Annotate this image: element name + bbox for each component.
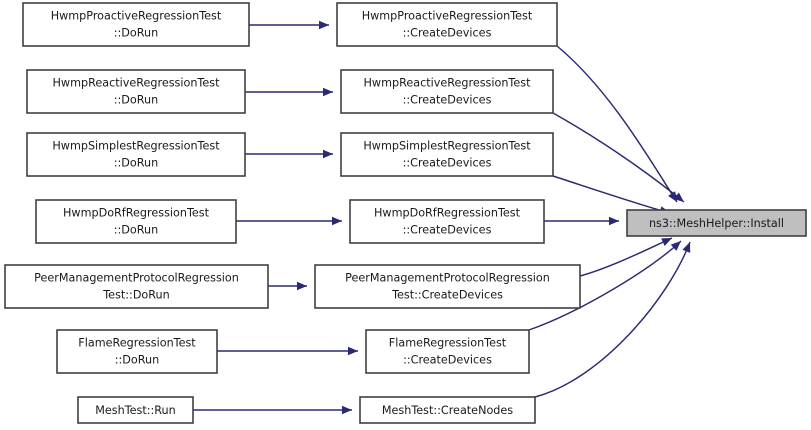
edge-peer-mgmt-createdevices-to-install-arrowhead-icon xyxy=(661,238,672,246)
node-label-flame-regression-test-createdevices-line2: ::CreateDevices xyxy=(403,354,492,367)
node-label-hwmp-dorf-regression-test-dorun-line2: ::DoRun xyxy=(114,224,158,237)
edge-peer-mgmt-dorun-to-createdevices-arrowhead-icon xyxy=(297,281,307,291)
node-box-hwmp-dorf-regression-test-createdevices[interactable] xyxy=(349,199,545,244)
edge-hwmp-reactive-createdevices-to-install-arrowhead-icon xyxy=(673,192,684,202)
node-box-ns3-meshhelper-install-target[interactable] xyxy=(626,209,807,237)
node-label-ns3-meshhelper-install-target: ns3::MeshHelper::Install xyxy=(649,217,784,230)
node-label-hwmp-simplest-regression-test-createdevices-line2: ::CreateDevices xyxy=(403,157,492,170)
edge-hwmp-reactive-dorun-to-createdevices-arrowhead-icon xyxy=(323,87,333,97)
edge-peer-mgmt-dorun-to-createdevices xyxy=(268,281,307,291)
node-label-hwmp-reactive-regression-test-dorun-line2: ::DoRun xyxy=(114,94,158,107)
node-hwmp-reactive-regression-test-dorun[interactable]: HwmpReactiveRegressionTest::DoRun xyxy=(26,69,246,114)
node-box-hwmp-reactive-regression-test-createdevices[interactable] xyxy=(340,69,554,114)
node-label-hwmp-simplest-regression-test-dorun-line1: HwmpSimplestRegressionTest xyxy=(52,140,220,153)
node-hwmp-dorf-regression-test-dorun[interactable]: HwmpDoRfRegressionTest::DoRun xyxy=(35,199,237,244)
node-box-peer-management-protocol-regression-test-createdevices[interactable] xyxy=(314,264,581,309)
edge-hwmp-proactive-createdevices-to-install-line xyxy=(556,45,678,203)
edge-flame-createdevices-to-install-line xyxy=(528,240,682,331)
node-hwmp-simplest-regression-test-createdevices[interactable]: HwmpSimplestRegressionTest::CreateDevice… xyxy=(340,132,554,177)
node-box-hwmp-simplest-regression-test-dorun[interactable] xyxy=(26,132,246,177)
node-label-flame-regression-test-dorun-line2: ::DoRun xyxy=(115,354,159,367)
edge-meshtest-run-to-createnodes-arrowhead-icon xyxy=(342,405,352,415)
node-label-peer-management-protocol-regression-test-dorun-line2: Test::DoRun xyxy=(102,289,169,302)
node-flame-regression-test-createdevices[interactable]: FlameRegressionTest::CreateDevices xyxy=(365,329,530,374)
node-box-hwmp-proactive-regression-test-dorun[interactable] xyxy=(22,2,250,47)
edge-hwmp-dorf-dorun-to-createdevices xyxy=(236,216,342,226)
edge-flame-createdevices-to-install xyxy=(528,240,682,331)
edge-flame-createdevices-to-install-arrowhead-icon xyxy=(670,241,681,251)
node-hwmp-reactive-regression-test-createdevices[interactable]: HwmpReactiveRegressionTest::CreateDevice… xyxy=(340,69,554,114)
edge-hwmp-dorf-createdevices-to-install xyxy=(544,216,619,226)
node-box-hwmp-reactive-regression-test-dorun[interactable] xyxy=(26,69,246,114)
edge-hwmp-simplest-dorun-to-createdevices-arrowhead-icon xyxy=(323,149,333,159)
node-hwmp-simplest-regression-test-dorun[interactable]: HwmpSimplestRegressionTest::DoRun xyxy=(26,132,246,177)
edge-meshtest-createnodes-to-install xyxy=(534,241,691,398)
node-label-flame-regression-test-createdevices-line1: FlameRegressionTest xyxy=(389,337,507,350)
edge-meshtest-createnodes-to-install-arrowhead-icon xyxy=(682,242,691,253)
node-ns3-meshhelper-install-target[interactable]: ns3::MeshHelper::Install xyxy=(626,209,807,237)
node-box-hwmp-proactive-regression-test-createdevices[interactable] xyxy=(336,2,558,47)
edge-hwmp-simplest-dorun-to-createdevices xyxy=(245,149,333,159)
edge-peer-mgmt-createdevices-to-install-line xyxy=(579,237,673,277)
edge-peer-mgmt-createdevices-to-install xyxy=(579,237,673,277)
node-hwmp-dorf-regression-test-createdevices[interactable]: HwmpDoRfRegressionTest::CreateDevices xyxy=(349,199,545,244)
node-label-mesh-test-create-nodes: MeshTest::CreateNodes xyxy=(382,404,513,417)
edge-meshtest-createnodes-to-install-line xyxy=(534,241,691,398)
node-box-mesh-test-run[interactable] xyxy=(77,396,194,424)
node-box-peer-management-protocol-regression-test-dorun[interactable] xyxy=(4,264,269,309)
node-label-hwmp-proactive-regression-test-createdevices-line1: HwmpProactiveRegressionTest xyxy=(362,10,533,23)
node-hwmp-proactive-regression-test-dorun[interactable]: HwmpProactiveRegressionTest::DoRun xyxy=(22,2,250,47)
node-label-mesh-test-run: MeshTest::Run xyxy=(95,404,175,417)
edge-hwmp-reactive-createdevices-to-install-line xyxy=(552,112,685,203)
node-box-hwmp-simplest-regression-test-createdevices[interactable] xyxy=(340,132,554,177)
node-label-peer-management-protocol-regression-test-dorun-line1: PeerManagementProtocolRegression xyxy=(34,272,239,285)
edge-hwmp-dorf-dorun-to-createdevices-arrowhead-icon xyxy=(332,216,342,226)
node-label-hwmp-dorf-regression-test-createdevices-line2: ::CreateDevices xyxy=(403,224,492,237)
edge-meshtest-run-to-createnodes xyxy=(193,405,352,415)
node-box-mesh-test-create-nodes[interactable] xyxy=(359,396,536,424)
edge-hwmp-dorf-createdevices-to-install-arrowhead-icon xyxy=(609,216,619,226)
edge-hwmp-reactive-createdevices-to-install xyxy=(552,112,685,203)
edge-hwmp-simplest-createdevices-to-install-line xyxy=(552,175,671,214)
node-mesh-test-create-nodes[interactable]: MeshTest::CreateNodes xyxy=(359,396,536,424)
node-box-hwmp-dorf-regression-test-dorun[interactable] xyxy=(35,199,237,244)
node-label-hwmp-reactive-regression-test-createdevices-line2: ::CreateDevices xyxy=(403,94,492,107)
node-label-hwmp-simplest-regression-test-dorun-line2: ::DoRun xyxy=(114,157,158,170)
edges-layer xyxy=(193,20,691,415)
node-label-hwmp-proactive-regression-test-dorun-line2: ::DoRun xyxy=(114,27,158,40)
node-mesh-test-run[interactable]: MeshTest::Run xyxy=(77,396,194,424)
edge-hwmp-proactive-dorun-to-createdevices-arrowhead-icon xyxy=(319,20,329,30)
node-hwmp-proactive-regression-test-createdevices[interactable]: HwmpProactiveRegressionTest::CreateDevic… xyxy=(336,2,558,47)
node-label-hwmp-reactive-regression-test-createdevices-line1: HwmpReactiveRegressionTest xyxy=(364,77,532,90)
nodes-layer: HwmpProactiveRegressionTest::DoRunHwmpRe… xyxy=(4,2,807,424)
node-label-flame-regression-test-dorun-line1: FlameRegressionTest xyxy=(78,337,196,350)
node-label-hwmp-dorf-regression-test-createdevices-line1: HwmpDoRfRegressionTest xyxy=(374,207,521,220)
node-label-hwmp-proactive-regression-test-createdevices-line2: ::CreateDevices xyxy=(403,27,492,40)
edge-hwmp-proactive-dorun-to-createdevices xyxy=(249,20,329,30)
node-label-hwmp-simplest-regression-test-createdevices-line1: HwmpSimplestRegressionTest xyxy=(363,140,531,153)
node-box-flame-regression-test-createdevices[interactable] xyxy=(365,329,530,374)
edge-flame-dorun-to-createdevices xyxy=(217,346,358,356)
edge-flame-dorun-to-createdevices-arrowhead-icon xyxy=(348,346,358,356)
node-box-flame-regression-test-dorun[interactable] xyxy=(56,329,218,374)
node-label-hwmp-proactive-regression-test-dorun-line1: HwmpProactiveRegressionTest xyxy=(51,10,222,23)
node-label-peer-management-protocol-regression-test-createdevices-line2: Test::CreateDevices xyxy=(391,289,503,302)
node-peer-management-protocol-regression-test-createdevices[interactable]: PeerManagementProtocolRegressionTest::Cr… xyxy=(314,264,581,309)
edge-hwmp-reactive-dorun-to-createdevices xyxy=(245,87,333,97)
node-label-hwmp-reactive-regression-test-dorun-line1: HwmpReactiveRegressionTest xyxy=(53,77,221,90)
node-label-hwmp-dorf-regression-test-dorun-line1: HwmpDoRfRegressionTest xyxy=(63,207,210,220)
edge-hwmp-proactive-createdevices-to-install xyxy=(556,45,678,203)
node-peer-management-protocol-regression-test-dorun[interactable]: PeerManagementProtocolRegressionTest::Do… xyxy=(4,264,269,309)
node-flame-regression-test-dorun[interactable]: FlameRegressionTest::DoRun xyxy=(56,329,218,374)
node-label-peer-management-protocol-regression-test-createdevices-line1: PeerManagementProtocolRegression xyxy=(345,272,550,285)
